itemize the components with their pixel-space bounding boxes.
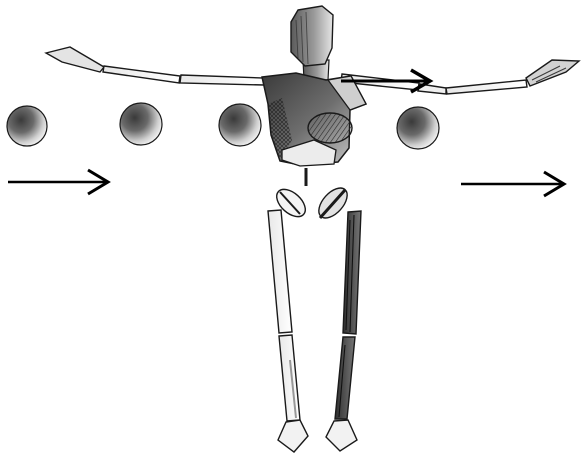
arrow-right-icon xyxy=(461,172,564,196)
left-arm xyxy=(46,47,264,85)
ball-3 xyxy=(219,104,261,146)
heart-oval xyxy=(308,113,352,143)
left-shin xyxy=(279,335,300,421)
hips xyxy=(272,183,353,223)
left-forearm xyxy=(103,66,180,83)
ball-2 xyxy=(120,103,162,145)
head xyxy=(291,6,333,80)
head-shape xyxy=(291,6,333,66)
right-arm xyxy=(341,60,579,94)
ball-1 xyxy=(7,106,47,146)
left-foot xyxy=(278,420,308,452)
left-hand xyxy=(46,47,104,72)
left-thigh xyxy=(268,210,292,333)
right-forearm-long xyxy=(446,80,527,94)
torso xyxy=(262,73,366,186)
right-leg xyxy=(326,211,361,451)
ball-4 xyxy=(397,107,439,149)
right-hand xyxy=(526,60,579,86)
right-foot xyxy=(326,420,357,451)
arrow-right-icon xyxy=(8,170,108,194)
left-leg xyxy=(268,210,308,452)
left-upper-arm xyxy=(180,75,264,85)
